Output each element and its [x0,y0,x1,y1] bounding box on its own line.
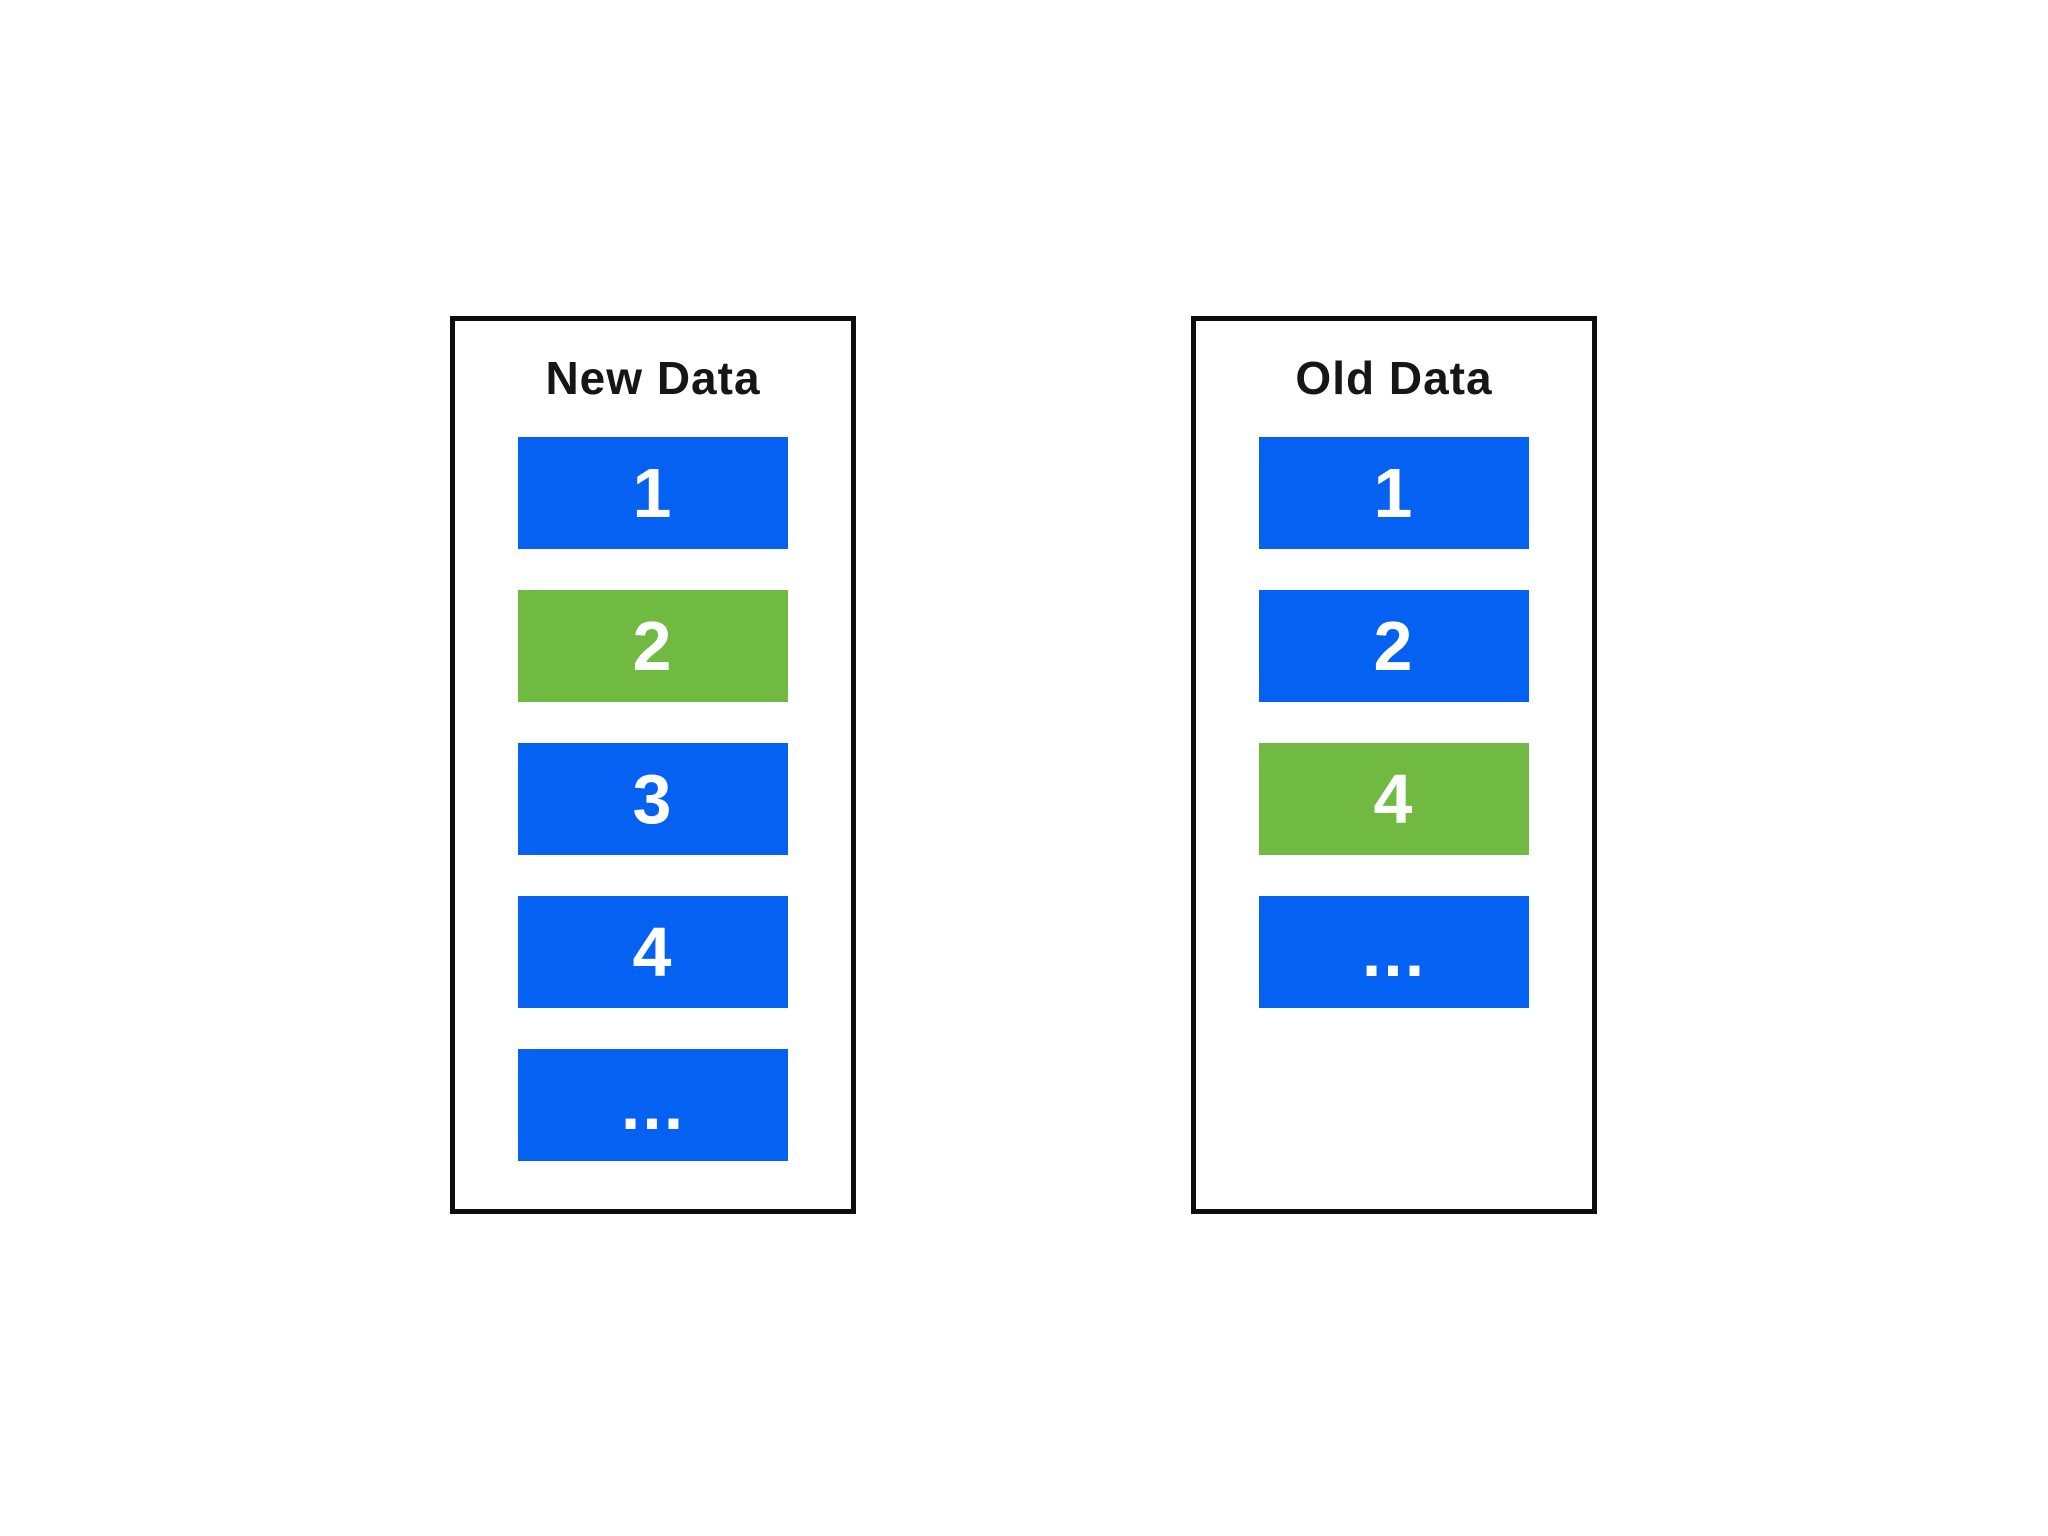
old-data-block-2-label: 2 [1373,607,1415,685]
old-data-panel-title: Old Data [1295,352,1493,404]
new-data-block-list: 1 2 3 4 ... [455,437,851,1161]
new-data-block-4-label: 4 [632,913,674,991]
new-data-block-2: 2 [518,590,788,702]
new-data-block-1: 1 [518,437,788,549]
old-data-block-ellipsis: ... [1259,896,1529,1008]
new-data-block-2-label: 2 [632,607,674,685]
old-data-block-1-label: 1 [1373,454,1415,532]
new-data-block-3-label: 3 [632,760,674,838]
new-data-block-3: 3 [518,743,788,855]
new-data-block-ellipsis: ... [518,1049,788,1161]
old-data-block-2: 2 [1259,590,1529,702]
old-data-block-1: 1 [1259,437,1529,549]
old-data-block-list: 1 2 4 ... [1196,437,1592,1008]
old-data-block-4-label: 4 [1373,760,1415,838]
new-data-panel: New Data 1 2 3 4 ... [450,316,856,1214]
new-data-block-1-label: 1 [632,454,674,532]
new-data-block-4: 4 [518,896,788,1008]
new-data-panel-title: New Data [545,352,761,404]
old-data-block-4: 4 [1259,743,1529,855]
old-data-block-ellipsis-label: ... [1361,913,1427,991]
new-data-block-ellipsis-label: ... [620,1066,686,1144]
old-data-panel: Old Data 1 2 4 ... [1191,316,1597,1214]
